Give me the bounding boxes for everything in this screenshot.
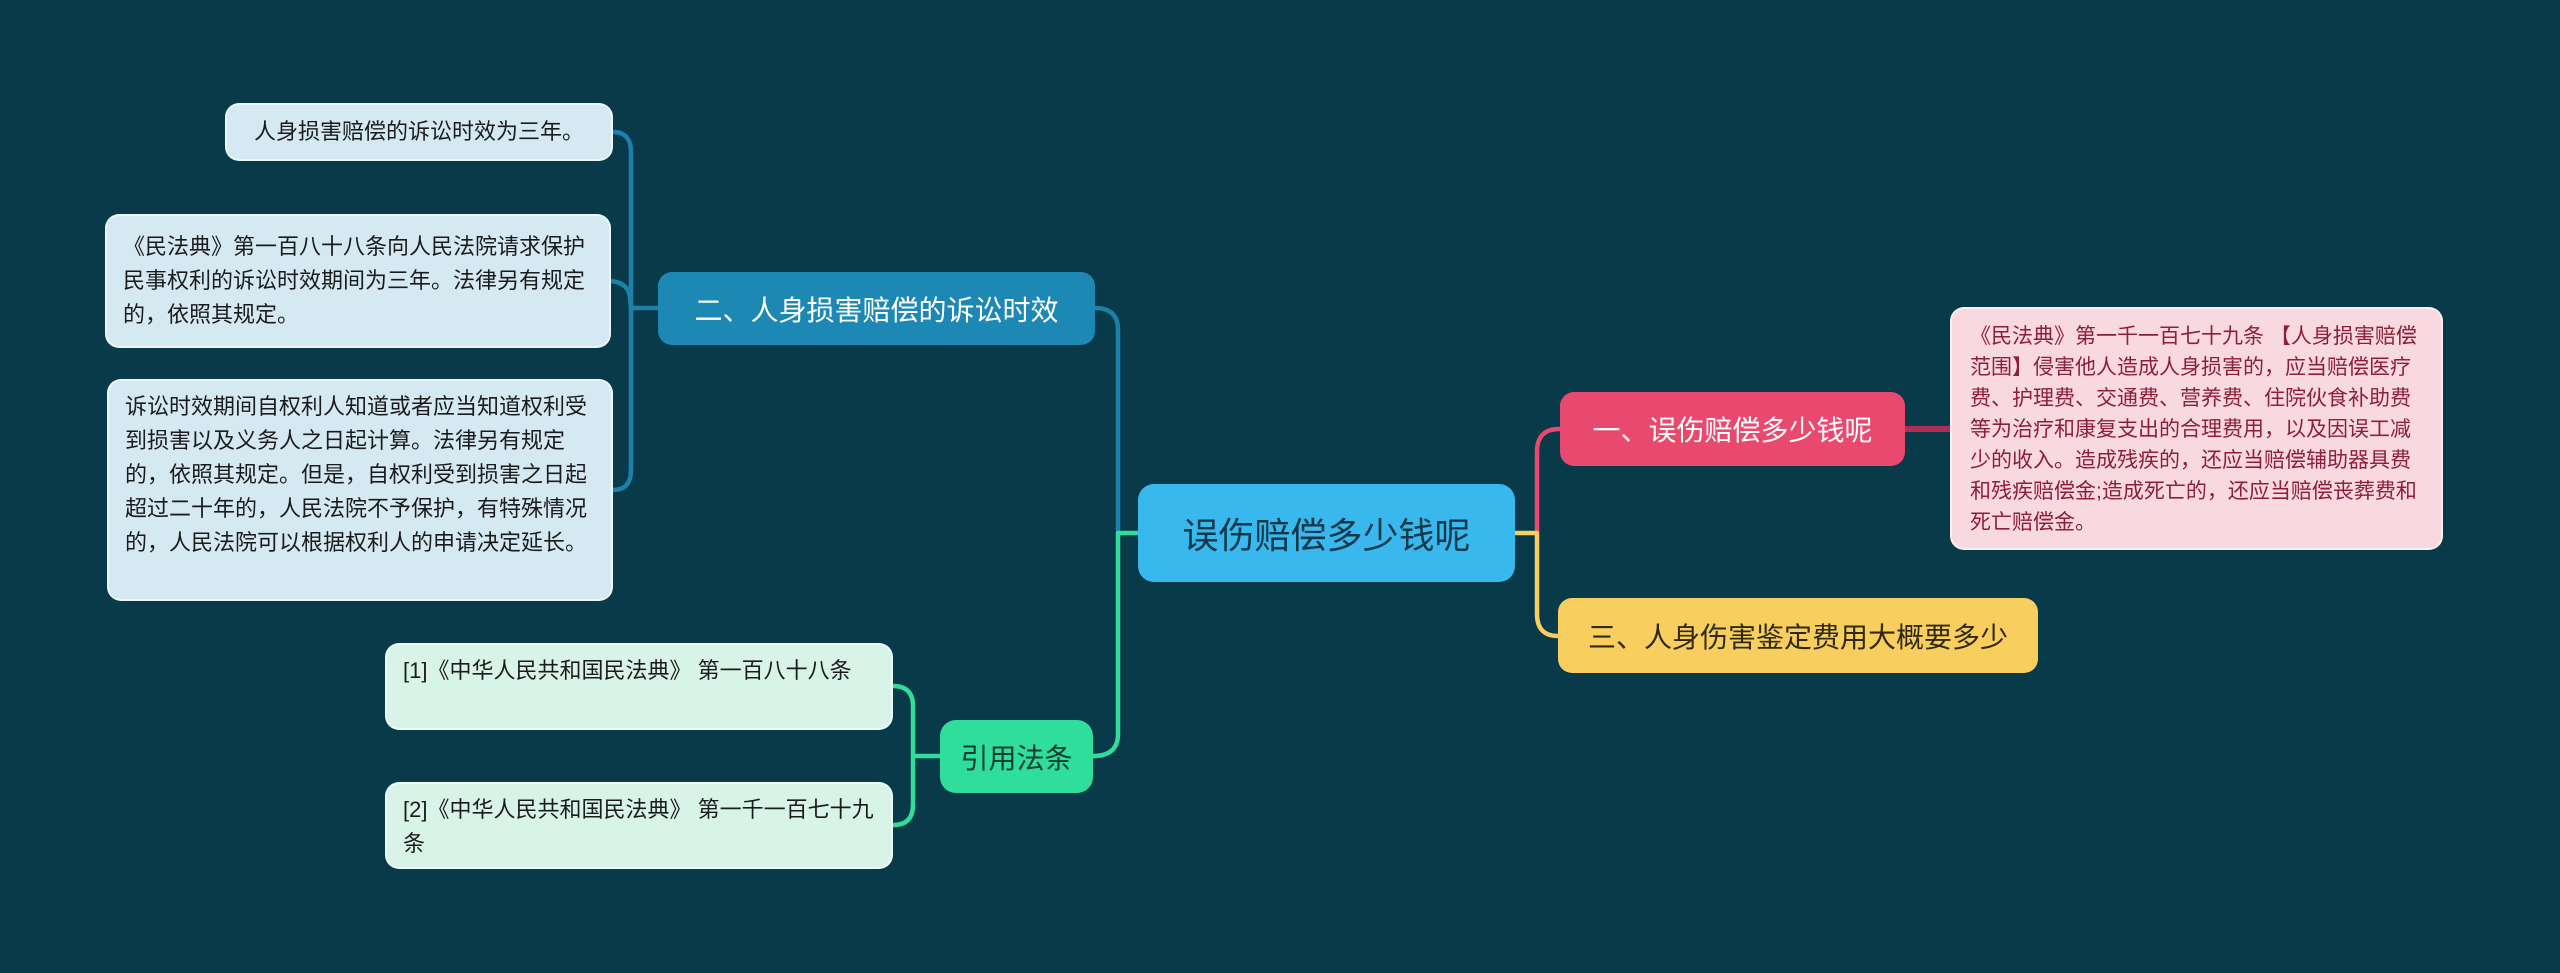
note-citation-2[interactable]: [2]《中华人民共和国民法典》 第一千一百七十九条 <box>385 782 893 869</box>
connector-root-branch3 <box>1515 530 1559 639</box>
connector-cite1-rail <box>892 683 940 759</box>
connector-root-branch1 <box>1534 426 1562 533</box>
connector-ref-root <box>1092 530 1138 759</box>
note-civil-code-1179-detail[interactable]: 《民法典》第一千一百七十九条 【人身损害赔偿范围】侵害他人造成人身损害的，应当赔… <box>1950 307 2443 550</box>
root-node[interactable]: 误伤赔偿多少钱呢 <box>1138 484 1515 582</box>
branch-node-appraisal-fee[interactable]: 三、人身伤害鉴定费用大概要多少 <box>1558 598 2038 673</box>
branch-node-litigation-time-limit[interactable]: 二、人身损害赔偿的诉讼时效 <box>658 272 1095 345</box>
note-citation-1[interactable]: [1]《中华人民共和国民法典》 第一百八十八条 <box>385 643 893 730</box>
connector-cite2-rail <box>892 756 916 828</box>
branch-node-compensation-amount[interactable]: 一、误伤赔偿多少钱呢 <box>1560 392 1905 466</box>
connector-note-b-rail <box>610 278 634 309</box>
connector-note-c-rail <box>612 308 634 493</box>
note-civil-code-188[interactable]: 《民法典》第一百八十八条向人民法院请求保护民事权利的诉讼时效期间为三年。法律另有… <box>105 214 611 348</box>
branch-node-cited-statutes[interactable]: 引用法条 <box>940 720 1093 793</box>
note-statute-three-years[interactable]: 人身损害赔偿的诉讼时效为三年。 <box>225 103 613 161</box>
note-limitation-period-rule[interactable]: 诉讼时效期间自权利人知道或者应当知道权利受到损害以及义务人之日起计算。法律另有规… <box>107 379 613 601</box>
connector-note-a-rail <box>612 129 658 311</box>
connector-branch2-root <box>1094 305 1121 533</box>
